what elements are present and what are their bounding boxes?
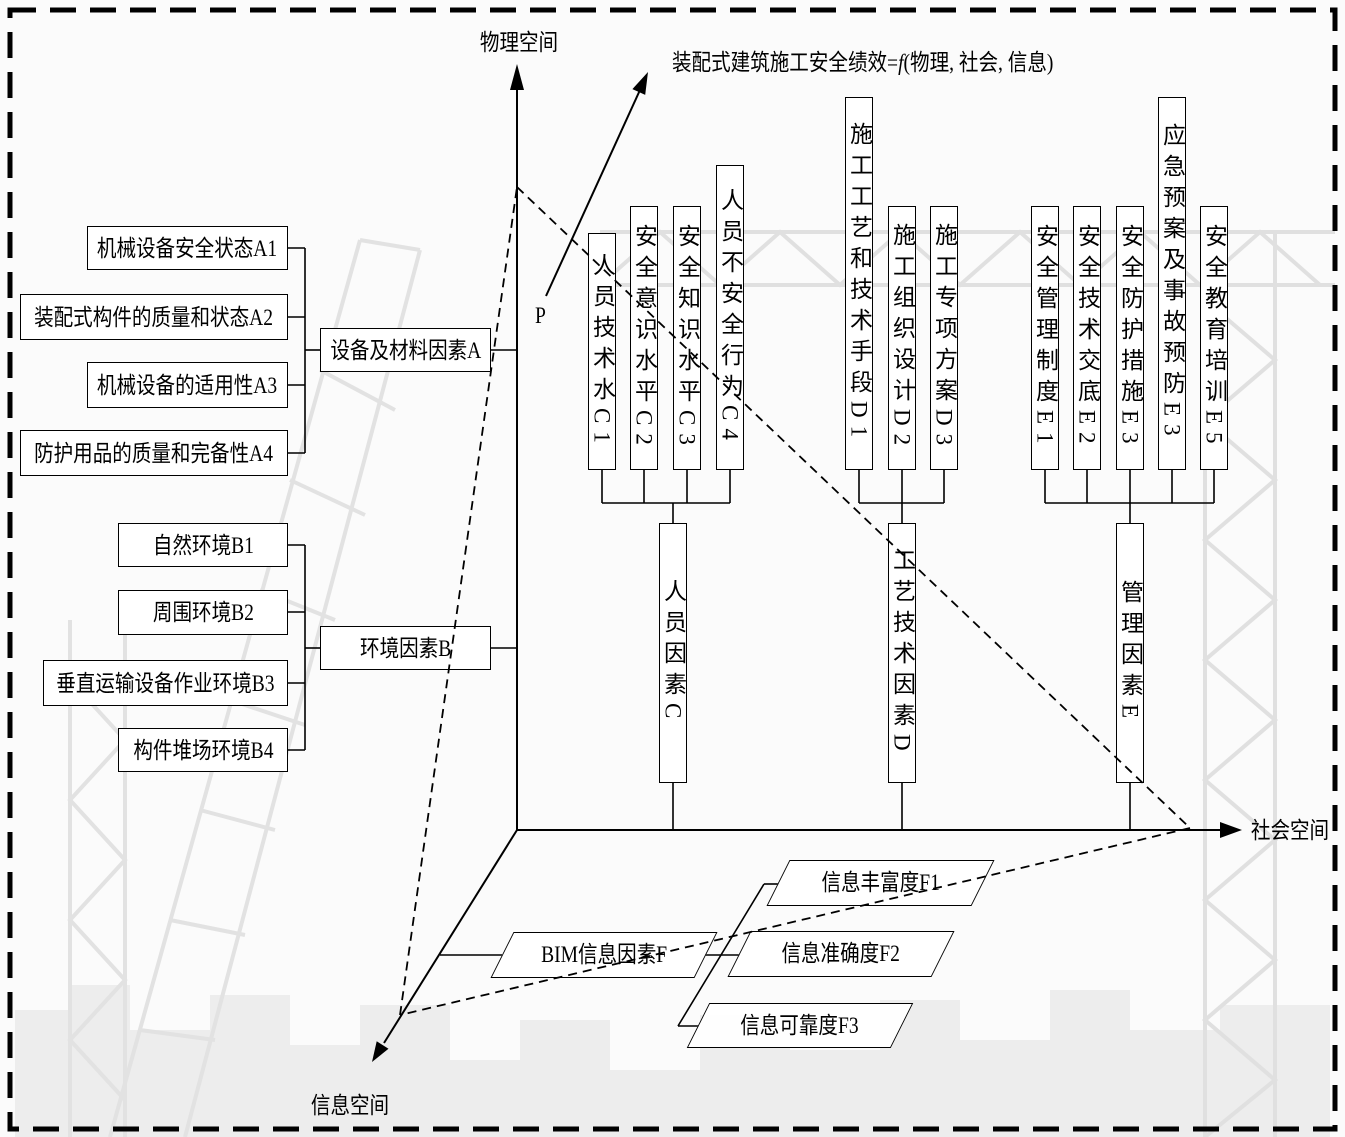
background-building-silhouettes (15, 985, 1330, 1137)
information-space-label: 信息空间 (300, 1090, 400, 1120)
factor-c3-label: 安全知识水平C3 (676, 224, 699, 453)
factor-b-box: 环境因素B (320, 626, 491, 670)
factor-e3-label: 安全防护措施E3 (1119, 224, 1142, 452)
factor-f3-box: 信息可靠度F3 (687, 1003, 914, 1048)
factor-f3-label-wrap: 信息可靠度F3 (730, 1014, 869, 1038)
factor-d1-box: 施工工艺和技术手段D1 (845, 97, 873, 470)
social-space-label: 社会空间 (1242, 815, 1337, 845)
factor-d2-box: 施工组织设计D2 (888, 206, 916, 470)
factor-b4-label: 构件堆场环境B4 (133, 739, 273, 762)
performance-vector-arrowhead (632, 72, 648, 95)
factor-e1-box: 安全管理制度E1 (1031, 206, 1059, 470)
factor-b3-box: 垂直运输设备作业环境B3 (43, 660, 288, 706)
information-space-text: 信息空间 (311, 1094, 389, 1117)
factor-c4-box: 人员不安全行为C4 (716, 165, 744, 470)
factor-d3-box: 施工专项方案D3 (930, 206, 958, 470)
factor-e2-label: 安全技术交底E2 (1076, 224, 1099, 452)
formula-title: 装配式建筑施工安全绩效=f(物理, 社会, 信息) (672, 47, 1092, 77)
factor-c-label: 人员因素C (662, 579, 685, 726)
point-p-text: P (535, 304, 546, 327)
factor-f1-label-wrap: 信息丰富度F1 (811, 871, 950, 895)
factor-d-box: 工艺技术因素D (888, 523, 916, 783)
factor-a4-label: 防护用品的质量和完备性A4 (35, 442, 274, 465)
factor-a1-box: 机械设备安全状态A1 (87, 226, 288, 270)
factor-c-box: 人员因素C (659, 523, 687, 783)
factor-d2-label: 施工组织设计D2 (891, 223, 914, 453)
factor-a1-label: 机械设备安全状态A1 (97, 237, 277, 260)
factor-b1-label: 自然环境B1 (152, 534, 253, 557)
formula-args: (物理, 社会, 信息) (904, 50, 1054, 75)
factor-d1-label: 施工工艺和技术手段D1 (848, 122, 871, 445)
factor-f2-label: 信息准确度F2 (782, 942, 900, 965)
factor-f2-box: 信息准确度F2 (727, 931, 954, 977)
factor-e1-label: 安全管理制度E1 (1034, 224, 1057, 452)
factor-e5-label: 安全教育培训E5 (1203, 224, 1226, 452)
factor-c3-box: 安全知识水平C3 (673, 206, 701, 470)
factor-c4-label: 人员不安全行为C4 (719, 188, 742, 448)
factor-e4-label: 应急预案及事故预防E3 (1161, 123, 1184, 444)
social-space-text: 社会空间 (1250, 819, 1328, 842)
formula-text: 装配式建筑施工安全绩效=f(物理, 社会, 信息) (672, 51, 1053, 74)
factor-e4-box: 应急预案及事故预防E3 (1158, 97, 1186, 470)
social-space-axis (517, 822, 1242, 838)
factor-a2-box: 装配式构件的质量和状态A2 (20, 294, 288, 340)
factor-e5-box: 安全教育培训E5 (1200, 206, 1228, 470)
factor-a2-label: 装配式构件的质量和状态A2 (35, 306, 274, 329)
factor-b2-box: 周围环境B2 (118, 590, 288, 635)
factor-c2-box: 安全意识水平C2 (630, 206, 658, 470)
factor-a4-box: 防护用品的质量和完备性A4 (20, 430, 288, 476)
physical-space-text: 物理空间 (480, 31, 558, 54)
factor-f-box: BIM信息因素F (490, 932, 717, 978)
factor-b3-label: 垂直运输设备作业环境B3 (56, 672, 274, 695)
factor-f2-label-wrap: 信息准确度F2 (771, 942, 910, 966)
factor-f1-box: 信息丰富度F1 (766, 860, 994, 906)
factor-c1-box: 人员技术水C1 (588, 233, 616, 470)
point-p-label: P (528, 300, 552, 330)
factor-e2-box: 安全技术交底E2 (1073, 206, 1101, 470)
factor-c2-label: 安全意识水平C2 (633, 224, 656, 453)
factor-a-label: 设备及材料因素A (330, 339, 481, 362)
formula-prefix: 装配式建筑施工安全绩效= (672, 50, 898, 75)
physical-space-label: 物理空间 (469, 27, 569, 57)
factor-b2-label: 周围环境B2 (152, 601, 253, 624)
factor-d3-label: 施工专项方案D3 (933, 223, 956, 453)
factor-f1-label: 信息丰富度F1 (821, 871, 939, 894)
factor-a3-box: 机械设备的适用性A3 (87, 362, 288, 408)
information-space-axis-line (384, 830, 517, 1043)
factor-a3-label: 机械设备的适用性A3 (97, 374, 277, 397)
factor-b1-box: 自然环境B1 (118, 523, 288, 567)
factor-e-label: 管理因素E (1119, 580, 1142, 726)
physical-space-axis (510, 64, 524, 830)
factor-e-box: 管理因素E (1116, 523, 1144, 783)
factor-b4-box: 构件堆场环境B4 (118, 728, 288, 772)
physical-space-axis-arrowhead (510, 64, 524, 90)
factor-f-label-wrap: BIM信息因素F (530, 943, 678, 967)
factor-f3-label: 信息可靠度F3 (741, 1014, 859, 1037)
social-space-axis-arrowhead (1220, 822, 1242, 838)
factor-b-label: 环境因素B (360, 637, 451, 660)
factor-e3-box: 安全防护措施E3 (1116, 206, 1144, 470)
factor-a-box: 设备及材料因素A (320, 328, 491, 372)
factor-c1-label: 人员技术水C1 (591, 253, 614, 451)
factor-f-label: BIM信息因素F (541, 943, 667, 966)
factor-d-label: 工艺技术因素D (891, 548, 914, 759)
